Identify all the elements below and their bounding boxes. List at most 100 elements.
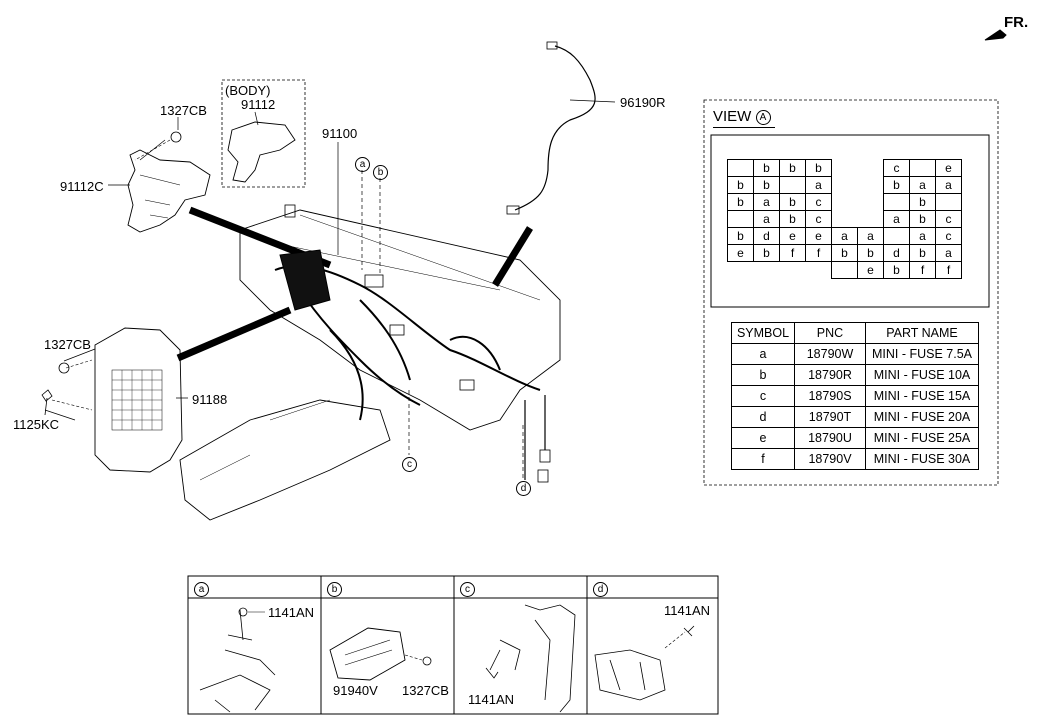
detail-d-label-1141an: 1141AN [664, 603, 711, 618]
fuse-grid-gap [832, 211, 858, 228]
fuse-slot: b [779, 210, 806, 228]
fuse-slot: a [909, 176, 936, 194]
fuse-slot [727, 210, 754, 228]
detail-b-label-1327cb: 1327CB [402, 683, 449, 698]
junction-box-91188 [94, 327, 183, 473]
fuse-grid-gap [858, 194, 884, 211]
fuse-box-frame [710, 134, 990, 308]
fuse-slot [883, 193, 910, 211]
detail-d-marker: d [593, 582, 608, 597]
part-name-cell: MINI - FUSE 30A [865, 448, 979, 470]
fuse-grid-gap [858, 177, 884, 194]
callout-91100: 91100 [322, 126, 358, 141]
ref-marker-b: b [373, 165, 388, 180]
ref-marker-d: d [516, 481, 531, 496]
view-a-title-text: VIEW [713, 108, 752, 125]
callout-96190r: 96190R [620, 95, 666, 110]
fuse-slot: e [805, 227, 832, 245]
fuse-slot: b [779, 159, 806, 177]
main-harness-91100 [274, 264, 541, 421]
fuse-slot [831, 261, 858, 279]
fuse-slot: c [935, 227, 962, 245]
fuse-slot: b [831, 244, 858, 262]
part-name-cell: MINI - FUSE 20A [865, 406, 979, 428]
table-row: b 18790R MINI - FUSE 10A [731, 364, 979, 386]
fuse-grid-gap [806, 262, 832, 279]
table-row: e 18790U MINI - FUSE 25A [731, 427, 979, 449]
fuse-grid-gap [780, 262, 806, 279]
fuse-slot: b [753, 244, 780, 262]
detail-c-label-1141an: 1141AN [468, 692, 515, 707]
body-group-frame [221, 79, 306, 188]
fuse-slot: b [909, 210, 936, 228]
detail-frame [187, 575, 719, 715]
part-name-cell: MINI - FUSE 10A [865, 364, 979, 386]
fuse-slot [727, 159, 754, 177]
table-row: d 18790T MINI - FUSE 20A [731, 406, 979, 428]
fuse-grid-gap [858, 211, 884, 228]
fuse-slot: b [805, 159, 832, 177]
callout-body-group: (BODY) [225, 83, 271, 98]
fuse-slot: a [857, 227, 884, 245]
fuse-slot: b [909, 193, 936, 211]
fuse-grid-gap [832, 177, 858, 194]
symbol-cell: f [731, 448, 795, 470]
callout-91112c: 91112C [60, 179, 104, 194]
fuse-slot: b [909, 244, 936, 262]
pnc-cell: 18790T [794, 406, 866, 428]
fuse-slot: c [935, 210, 962, 228]
table-row: a 18790W MINI - FUSE 7.5A [731, 343, 979, 365]
harness-beam-left-lower [176, 306, 292, 362]
detail-c-marker: c [460, 582, 475, 597]
fuse-slot [779, 176, 806, 194]
symbol-cell: b [731, 364, 795, 386]
ref-marker-c: c [402, 457, 417, 472]
symbol-cell: a [731, 343, 795, 365]
fuse-slot: f [935, 261, 962, 279]
front-direction-label: FR. [1004, 14, 1029, 31]
sensor-cable-96190r [514, 45, 596, 211]
crash-pad [239, 209, 561, 431]
detail-b-label-91940v: 91940V [333, 683, 378, 698]
pnc-cell: 18790S [794, 385, 866, 407]
part-name-cell: MINI - FUSE 7.5A [865, 343, 979, 365]
fuse-slot [883, 227, 910, 245]
symbol-cell: d [731, 406, 795, 428]
fuse-slot: f [909, 261, 936, 279]
fuse-grid-gap [832, 160, 858, 177]
center-console [179, 399, 391, 521]
fuse-slot: d [883, 244, 910, 262]
fuse-slot: b [727, 176, 754, 194]
fuse-slot: b [857, 244, 884, 262]
pnc-cell: 18790W [794, 343, 866, 365]
view-a-underline [713, 127, 775, 128]
fuse-slot: b [727, 193, 754, 211]
symbol-cell: e [731, 427, 795, 449]
fuse-slot: f [779, 244, 806, 262]
detail-b-marker: b [327, 582, 342, 597]
fuse-slot: a [935, 176, 962, 194]
symbol-cell: c [731, 385, 795, 407]
part-name-cell: MINI - FUSE 15A [865, 385, 979, 407]
fuse-slot: a [805, 176, 832, 194]
callout-1125kc: 1125KC [13, 417, 60, 432]
fuse-slot [909, 159, 936, 177]
callout-1327cb-left: 1327CB [44, 337, 91, 352]
fuse-slot: d [753, 227, 780, 245]
header-pnc: PNC [794, 322, 866, 344]
header-symbol: SYMBOL [731, 322, 795, 344]
fuse-slot: a [909, 227, 936, 245]
fuse-slot: b [727, 227, 754, 245]
fuse-slot: a [831, 227, 858, 245]
fuse-slot: b [779, 193, 806, 211]
pnc-cell: 18790R [794, 364, 866, 386]
fuse-slot: a [753, 193, 780, 211]
fuse-grid-gap [728, 262, 754, 279]
header-part-name: PART NAME [865, 322, 979, 344]
pnc-cell: 18790V [794, 448, 866, 470]
fuse-slot: e [935, 159, 962, 177]
harness-beam-right [492, 226, 533, 287]
fuse-slot: b [753, 176, 780, 194]
